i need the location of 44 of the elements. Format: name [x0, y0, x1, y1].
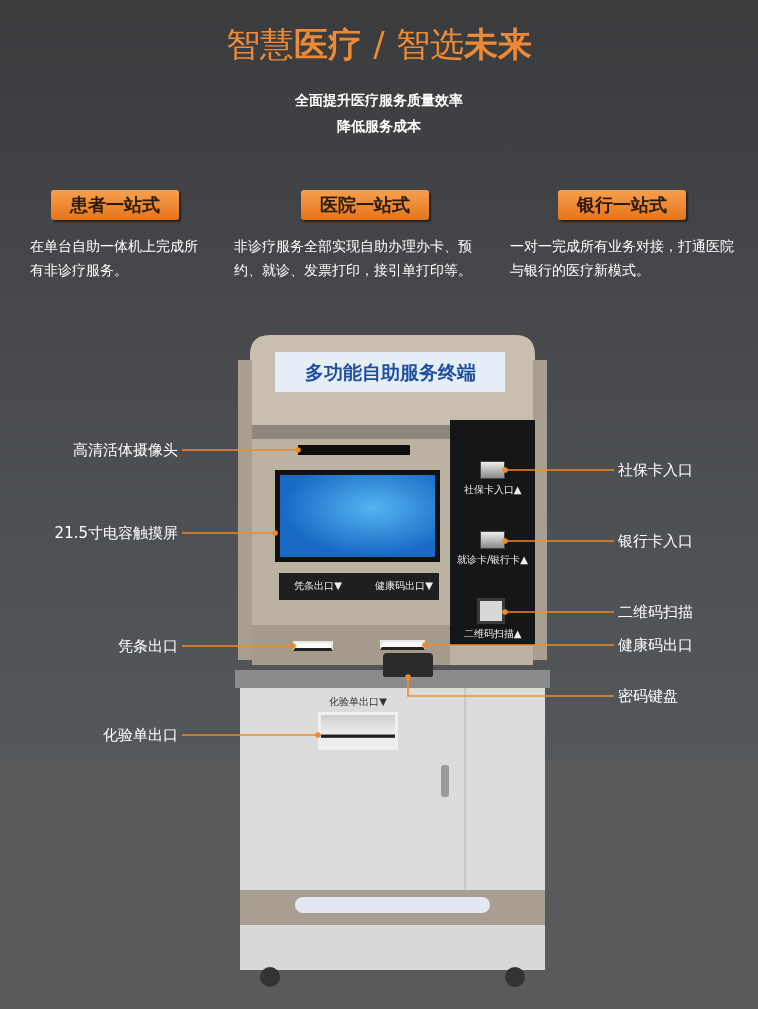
leader-line [502, 609, 615, 615]
heading-badge: 患者一站式 [51, 190, 179, 220]
camera-slot [298, 445, 410, 455]
leader-line [502, 538, 615, 544]
description-text: 在单台自助一体机上完成所有非诊疗服务。 [30, 237, 199, 280]
scanner-window [477, 598, 505, 624]
callout-label: 21.5寸电容触摸屏 [10, 522, 178, 544]
kiosk-drawing [235, 335, 550, 990]
touch-screen [275, 470, 440, 562]
description-text: 一对一完成所有业务对接，打通医院与银行的医疗新模式。 [510, 237, 735, 280]
paper-slot [293, 641, 333, 651]
leader-line [502, 467, 615, 473]
keypad-cover [383, 653, 433, 677]
callout-label: 二维码扫描 [618, 601, 738, 623]
leader-line [181, 732, 321, 738]
paper-slot [380, 640, 425, 650]
heading-badge: 银行一站式 [558, 190, 686, 220]
card-slot [480, 531, 505, 549]
heading-badge: 医院一站式 [301, 190, 429, 220]
leader-line [181, 643, 296, 649]
leader-line [181, 530, 278, 536]
callout-label: 化验单出口 [20, 724, 178, 746]
description-text: 非诊疗服务全部实现自助办理办卡、预约、就诊、发票打印，接引单打印等。 [234, 237, 473, 280]
panel-label: 健康码出口▼ [374, 580, 434, 592]
callout-label: 凭条出口 [20, 635, 178, 657]
callout-label: 社保卡入口 [618, 459, 738, 481]
panel-label: 凭条出口▼ [293, 580, 343, 592]
subtitle: 全面提升医疗服务质量效率 [294, 92, 464, 110]
card-slot [480, 461, 505, 479]
panel-label: 化验单出口▼ [328, 696, 388, 708]
callout-label: 银行卡入口 [618, 530, 738, 552]
leader-line [422, 642, 615, 648]
panel-label: 就诊卡/银行卡▲ [455, 554, 530, 566]
leader-line [405, 674, 615, 697]
report-slot [318, 712, 398, 750]
callout-label: 密码键盘 [618, 685, 738, 707]
callout-label: 高清活体摄像头 [20, 439, 178, 461]
panel-label: 社保卡入口▲ [462, 484, 523, 496]
panel-label: 二维码扫描▲ [462, 628, 523, 640]
subtitle: 降低服务成本 [336, 118, 422, 136]
sign-panel: 多功能自助服务终端 [275, 352, 505, 392]
leader-line [181, 447, 301, 453]
title: 智慧医疗 / 智选未来 [225, 23, 533, 66]
callout-label: 健康码出口 [618, 634, 738, 656]
